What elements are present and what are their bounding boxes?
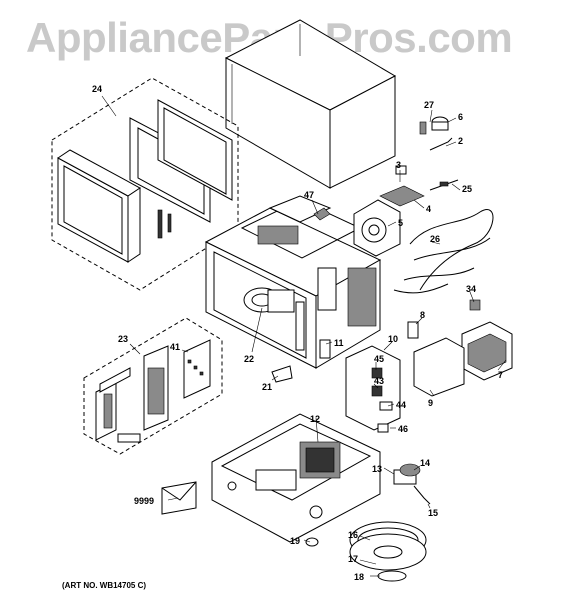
capacitor-34 [469,299,481,311]
thermostat-6 [431,116,449,131]
callout-8: 8 [420,310,425,320]
callout-34: 34 [466,284,476,294]
outer-case [224,19,397,189]
callout-46: 46 [398,424,408,434]
air-guide-9 [413,337,465,397]
callout-16: 16 [348,530,358,540]
callout-25: 25 [462,184,472,194]
callout-12: 12 [310,414,320,424]
callout-47: 47 [304,190,314,200]
callout-17: 17 [348,554,358,564]
transformer-7 [461,321,513,381]
control-panel-group [83,317,223,455]
callout-9999: 9999 [134,496,154,506]
callout-10: 10 [388,334,398,344]
clip-8 [407,321,419,339]
base-plate [211,413,381,543]
latch-board-10 [345,345,401,433]
door-assembly-group [51,77,239,291]
callout-9: 9 [428,398,433,408]
callout-2: 2 [458,136,463,146]
callout-4: 4 [426,204,431,214]
fuse-47 [313,207,331,221]
callout-44: 44 [396,400,406,410]
plate-part-4 [379,185,425,207]
turntable [349,521,427,582]
turntable-motor [393,463,431,505]
callout-14: 14 [420,458,430,468]
hinge-11 [319,339,331,359]
callout-21: 21 [262,382,272,392]
callout-15: 15 [428,508,438,518]
callout-24: 24 [92,84,102,94]
callout-5: 5 [398,218,403,228]
callout-19: 19 [290,536,300,546]
literature-envelope [161,481,197,515]
callout-13: 13 [372,464,382,474]
lamp-25 [429,179,459,191]
callout-6: 6 [458,112,463,122]
art-number: (ART NO. WB14705 C) [62,581,146,590]
callout-7: 7 [498,370,503,380]
door-switch-21 [271,365,293,383]
callout-18: 18 [354,572,364,582]
callout-11: 11 [334,338,344,348]
sensor-part-3 [395,165,407,175]
callout-43: 43 [374,376,384,386]
foot-19 [305,537,319,547]
leader-lines [101,95,507,577]
callout-45: 45 [374,354,384,364]
callout-23: 23 [118,334,128,344]
callout-26: 26 [430,234,440,244]
callout-22: 22 [244,354,254,364]
callout-3: 3 [396,160,401,170]
oven-cavity [204,195,382,369]
fan-motor [353,199,401,257]
bracket-27 [419,121,427,135]
callout-41: 41 [170,342,180,352]
wire-2 [429,137,453,151]
callout-27: 27 [424,100,434,110]
wire-harness-26 [393,209,494,294]
